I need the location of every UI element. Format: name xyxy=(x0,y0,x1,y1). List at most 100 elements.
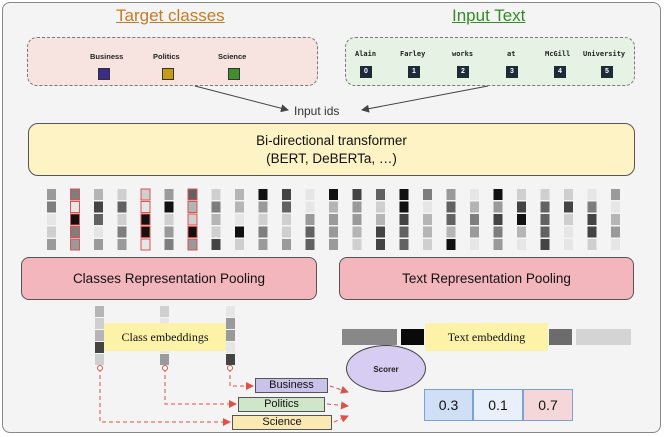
embedding-cell xyxy=(211,189,221,200)
class-embedding-cell xyxy=(226,342,235,353)
embedding-cell xyxy=(47,214,56,225)
embedding-cell xyxy=(164,226,174,238)
connector-politics xyxy=(164,368,237,408)
embedding-cell xyxy=(423,226,432,238)
embedding-cell xyxy=(305,214,315,225)
embedding-cell xyxy=(140,188,151,201)
embedding-cell xyxy=(164,239,174,250)
embedding-cell xyxy=(517,214,526,225)
embedding-cell xyxy=(329,201,338,213)
embedding-cell xyxy=(117,201,127,213)
embedding-cell xyxy=(211,239,221,250)
embedding-cell xyxy=(587,201,597,213)
embedding-cell xyxy=(305,239,315,250)
class-embedding-cell xyxy=(226,318,235,329)
embedding-cell xyxy=(493,239,503,250)
embedding-cell xyxy=(423,239,432,250)
connector-business-to-scorer xyxy=(329,385,349,394)
embedding-cell xyxy=(352,239,362,250)
embedding-cell xyxy=(94,189,103,200)
embedding-cell xyxy=(517,201,526,213)
embedding-cell xyxy=(423,214,432,225)
embedding-cell xyxy=(446,189,456,200)
embedding-cell xyxy=(70,201,80,213)
embedding-cell xyxy=(140,213,151,226)
class-embedding-cell xyxy=(226,306,235,317)
token-text: works xyxy=(452,50,474,58)
embedding-cell xyxy=(70,238,80,251)
embedding-cell xyxy=(470,214,479,225)
class-embedding-cell xyxy=(160,354,169,365)
token-text: McGill xyxy=(545,50,571,58)
embedding-cell xyxy=(235,226,244,238)
embedding-cell xyxy=(187,188,198,201)
embedding-cell xyxy=(187,226,198,238)
embedding-cell xyxy=(70,188,80,201)
connector-science-to-scorer xyxy=(333,415,349,423)
embedding-cell xyxy=(470,189,479,200)
token-id: 5 xyxy=(601,66,613,78)
class-label-business: Business xyxy=(90,52,124,61)
embedding-cell xyxy=(305,201,315,213)
token-id: 0 xyxy=(360,66,372,78)
class-embedding-cell xyxy=(95,354,104,365)
embedding-cell xyxy=(94,201,103,213)
embedding-cell xyxy=(493,214,503,225)
embedding-cell xyxy=(587,239,597,250)
embedding-cell xyxy=(564,189,573,200)
embedding-cell xyxy=(282,239,291,250)
embedding-cell xyxy=(376,189,385,200)
class-embedding-cell xyxy=(95,318,104,329)
embedding-cell xyxy=(352,226,362,238)
input-text-heading: Input Text xyxy=(452,6,526,25)
embedding-cell xyxy=(587,214,597,225)
embedding-cell xyxy=(235,201,244,213)
embedding-cell xyxy=(399,189,409,200)
embedding-cell xyxy=(282,226,291,238)
embedding-cell xyxy=(70,213,80,226)
class-embeddings-label: Class embeddings xyxy=(104,323,226,351)
embedding-cell xyxy=(611,239,620,250)
class-label-politics: Politics xyxy=(153,52,180,61)
embedding-cell xyxy=(187,213,198,226)
embedding-cell xyxy=(376,239,385,250)
text-embedding-segment xyxy=(342,329,397,345)
input-text-box xyxy=(345,37,635,86)
connector-politics-to-scorer xyxy=(326,401,349,410)
transformer-subtitle: (BERT, DeBERTa, …) xyxy=(266,151,397,166)
arrow-classes-to-ids xyxy=(194,85,289,113)
embedding-cell xyxy=(423,189,432,200)
embedding-cell xyxy=(329,214,338,225)
transformer-block: Bi-directional transformer (BERT, DeBERT… xyxy=(28,123,635,176)
embedding-cell xyxy=(47,189,56,200)
score-cell: 0.3 xyxy=(424,389,473,421)
embedding-cell xyxy=(117,239,127,250)
transformer-title: Bi-directional transformer xyxy=(256,133,407,148)
score-cell: 0.7 xyxy=(523,389,573,421)
embedding-cell xyxy=(305,189,315,200)
embedding-cell xyxy=(493,226,503,238)
connector-origin-dot xyxy=(227,365,233,371)
embedding-cell xyxy=(540,201,550,213)
embedding-cell xyxy=(540,214,550,225)
embedding-cell xyxy=(211,201,221,213)
text-embedding-segment xyxy=(401,329,424,345)
class-embedding-cell xyxy=(226,354,235,365)
embedding-cell xyxy=(446,226,456,238)
target-classes-heading: Target classes xyxy=(116,6,225,25)
embedding-cell xyxy=(470,201,479,213)
embedding-cell xyxy=(470,239,479,250)
embedding-cell xyxy=(517,189,526,200)
classes-pooling-block: Classes Representation Pooling xyxy=(21,257,317,300)
class-embedding-cell xyxy=(160,306,169,317)
connector-origin-dot xyxy=(97,365,103,371)
embedding-cell xyxy=(329,189,338,200)
embedding-cell xyxy=(258,201,268,213)
text-embedding-label: Text embedding xyxy=(425,323,548,351)
token-id: 2 xyxy=(457,66,469,78)
scorer-node: Scorer xyxy=(346,345,426,392)
token-embedding-columns xyxy=(47,188,620,251)
embedding-cell xyxy=(399,214,409,225)
embedding-cell xyxy=(564,239,573,250)
